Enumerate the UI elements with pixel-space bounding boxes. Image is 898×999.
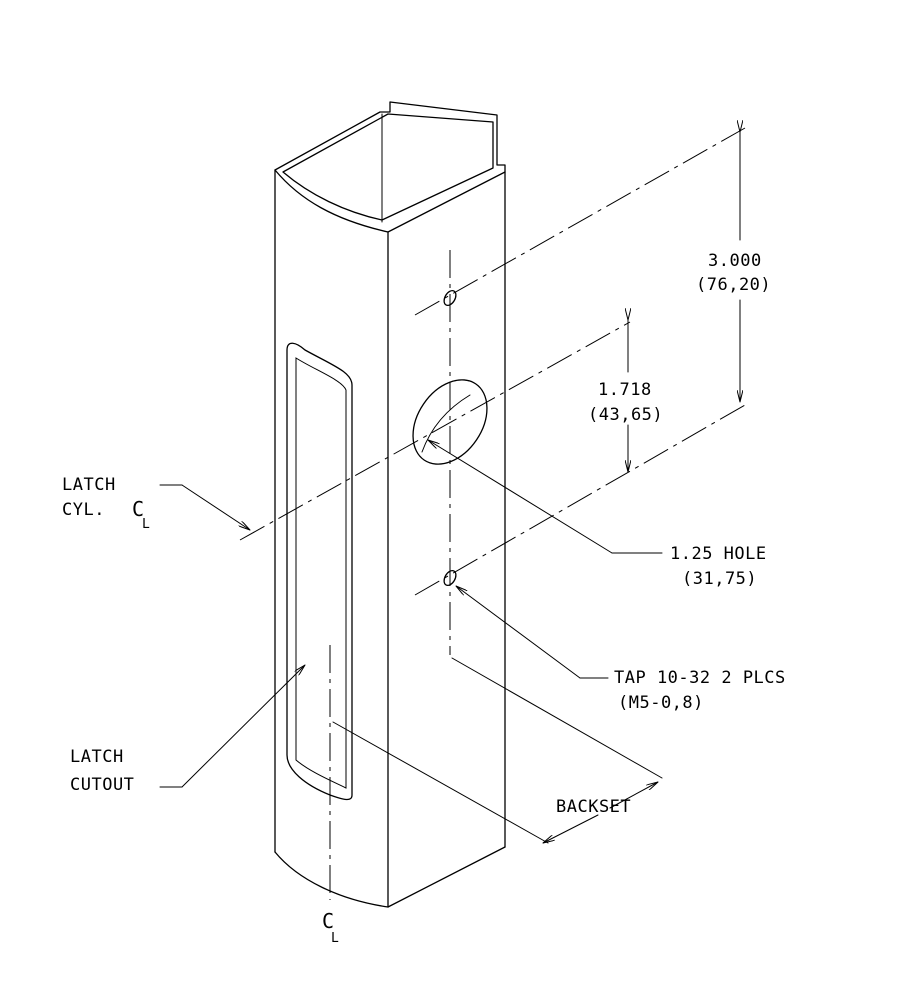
top-profile-outline xyxy=(274,101,506,233)
latch-cyl-label-2: CYL. xyxy=(62,500,105,520)
bottom-centerline-c: C xyxy=(322,909,334,933)
door-stile-extrusion xyxy=(274,101,506,908)
dim-1718-metric-label: (43,65) xyxy=(588,405,663,425)
tap-metric-label: (M5-0,8) xyxy=(618,693,704,713)
backset-label: BACKSET xyxy=(556,797,631,817)
latch-cutout-slot xyxy=(286,342,353,801)
bottom-centerline-l: L xyxy=(331,931,339,946)
dim-3000-label: 3.000 xyxy=(708,251,762,271)
hole-label: 1.25 HOLE xyxy=(670,544,767,564)
latch-cyl-centerline-c: C xyxy=(132,497,144,521)
hole-metric-label: (31,75) xyxy=(682,569,757,589)
dim-1718-label: 1.718 xyxy=(598,380,652,400)
latch-cyl-label-1: LATCH xyxy=(62,475,116,495)
tap-label: TAP 10-32 2 PLCS xyxy=(614,668,786,688)
latch-cylinder-centerline xyxy=(239,321,631,541)
tap-hole-bottom xyxy=(443,569,457,587)
cylinder-hole xyxy=(412,379,488,465)
bottom-edge xyxy=(274,846,506,908)
dim-3000-metric-label: (76,20) xyxy=(696,275,771,295)
latch-cutout-label-1: LATCH xyxy=(70,747,124,767)
latch-cyl-centerline-l: L xyxy=(142,517,150,532)
latch-cutout-label-2: CUTOUT xyxy=(70,775,134,795)
tap-hole-top xyxy=(443,289,457,307)
